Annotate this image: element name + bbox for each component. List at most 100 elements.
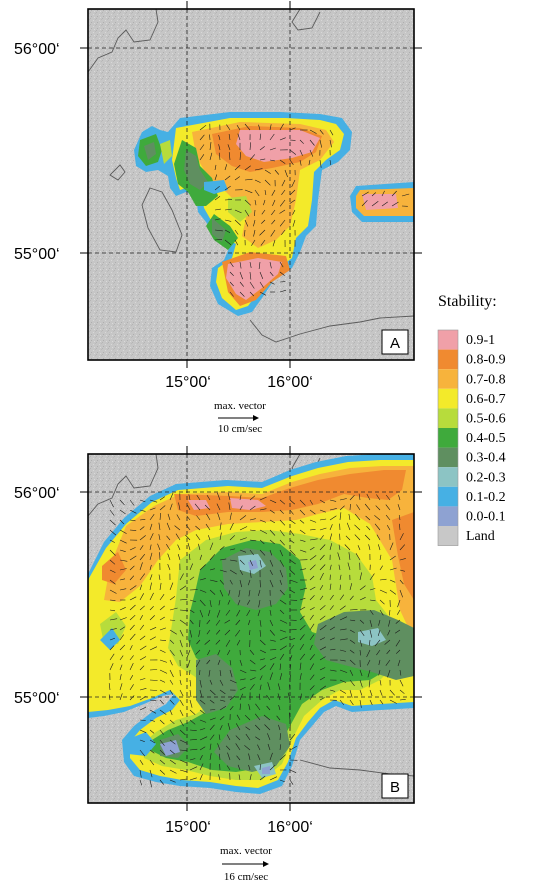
current-vector: [389, 699, 397, 704]
current-vector: [249, 559, 253, 566]
current-vector: [159, 649, 166, 653]
current-vector: [249, 271, 252, 280]
current-vector: [199, 699, 206, 705]
current-vector: [216, 503, 221, 511]
current-vector: [269, 569, 273, 575]
current-vector: [269, 559, 274, 567]
current-vector: [238, 774, 241, 781]
current-vector: [309, 555, 317, 561]
current-vector: [199, 736, 208, 741]
current-vector: [349, 583, 353, 591]
current-vector: [319, 676, 326, 681]
current-vector: [359, 669, 363, 677]
current-vector: [309, 623, 315, 631]
current-vector: [169, 492, 174, 501]
current-vector: [279, 589, 285, 596]
current-vector: [339, 616, 348, 621]
current-vector: [279, 599, 287, 605]
panel-b-lon-label-16: 16°00‘: [267, 819, 313, 836]
current-vector: [235, 619, 241, 626]
current-vector: [214, 185, 220, 191]
current-vector: [119, 568, 127, 571]
current-vector: [356, 504, 361, 511]
current-vector: [219, 589, 224, 597]
current-vector: [249, 569, 252, 578]
current-vector: [375, 505, 381, 511]
current-vector: [139, 554, 146, 561]
current-vector: [139, 645, 147, 651]
current-vector: [244, 199, 252, 206]
current-vector: [299, 549, 307, 553]
current-vector: [149, 564, 152, 571]
current-vector: [399, 569, 405, 572]
current-vector: [257, 744, 261, 751]
current-vector: [319, 625, 327, 631]
current-vector: [159, 659, 167, 663]
current-vector: [219, 699, 226, 702]
stability-legend: Stability: 0.9-10.8-0.90.7-0.80.6-0.70.5…: [437, 293, 506, 546]
current-vector: [279, 123, 284, 131]
current-vector: [279, 539, 285, 546]
current-vector: [381, 190, 385, 197]
current-vector: [244, 123, 251, 131]
current-vector: [219, 569, 227, 573]
current-vector: [239, 261, 242, 269]
current-vector: [206, 629, 211, 635]
current-vector: [309, 654, 315, 661]
current-vector: [339, 628, 347, 631]
current-vector: [339, 679, 347, 683]
current-vector: [219, 689, 226, 695]
current-vector: [258, 589, 261, 596]
current-vector: [379, 689, 383, 696]
current-vector: [119, 607, 126, 611]
current-vector: [189, 766, 198, 771]
current-vector: [309, 509, 316, 515]
current-vector: [217, 743, 221, 751]
current-vector: [209, 699, 215, 704]
current-vector: [109, 519, 116, 526]
current-vector: [269, 579, 274, 588]
current-vector: [109, 529, 117, 536]
current-vector: [269, 529, 276, 536]
current-vector: [246, 609, 251, 617]
current-vector: [149, 749, 155, 754]
current-vector: [206, 619, 211, 625]
current-vector: [289, 529, 295, 536]
current-vector: [309, 529, 316, 531]
current-vector: [238, 589, 241, 597]
current-vector: [248, 704, 251, 711]
current-vector: [259, 281, 264, 288]
current-vector: [159, 582, 162, 591]
current-vector: [227, 723, 231, 731]
current-vector: [319, 637, 326, 641]
current-vector: [119, 559, 128, 562]
current-vector: [229, 569, 237, 575]
legend-swatch: [438, 369, 458, 389]
current-vector: [359, 572, 362, 581]
current-vector: [359, 649, 361, 656]
current-vector: [189, 563, 193, 571]
current-vector: [149, 574, 153, 581]
current-vector: [248, 589, 251, 597]
current-vector: [339, 669, 348, 673]
current-vector: [379, 599, 385, 605]
current-vector: [228, 133, 231, 141]
current-vector: [119, 644, 126, 651]
current-vector: [269, 539, 275, 545]
current-vector: [271, 189, 276, 196]
current-vector: [355, 553, 361, 561]
current-vector: [329, 637, 335, 641]
current-vector: [399, 689, 405, 694]
current-vector: [279, 509, 284, 514]
current-vector: [254, 209, 256, 217]
current-vector: [179, 573, 184, 581]
current-vector: [179, 639, 183, 648]
current-vector: [329, 669, 337, 672]
current-vector: [206, 659, 211, 665]
legend-swatch: [438, 447, 458, 468]
current-vector: [289, 734, 296, 741]
current-vector: [239, 526, 248, 531]
current-vector: [229, 579, 233, 585]
current-vector: [187, 659, 191, 668]
current-vector: [215, 629, 221, 635]
